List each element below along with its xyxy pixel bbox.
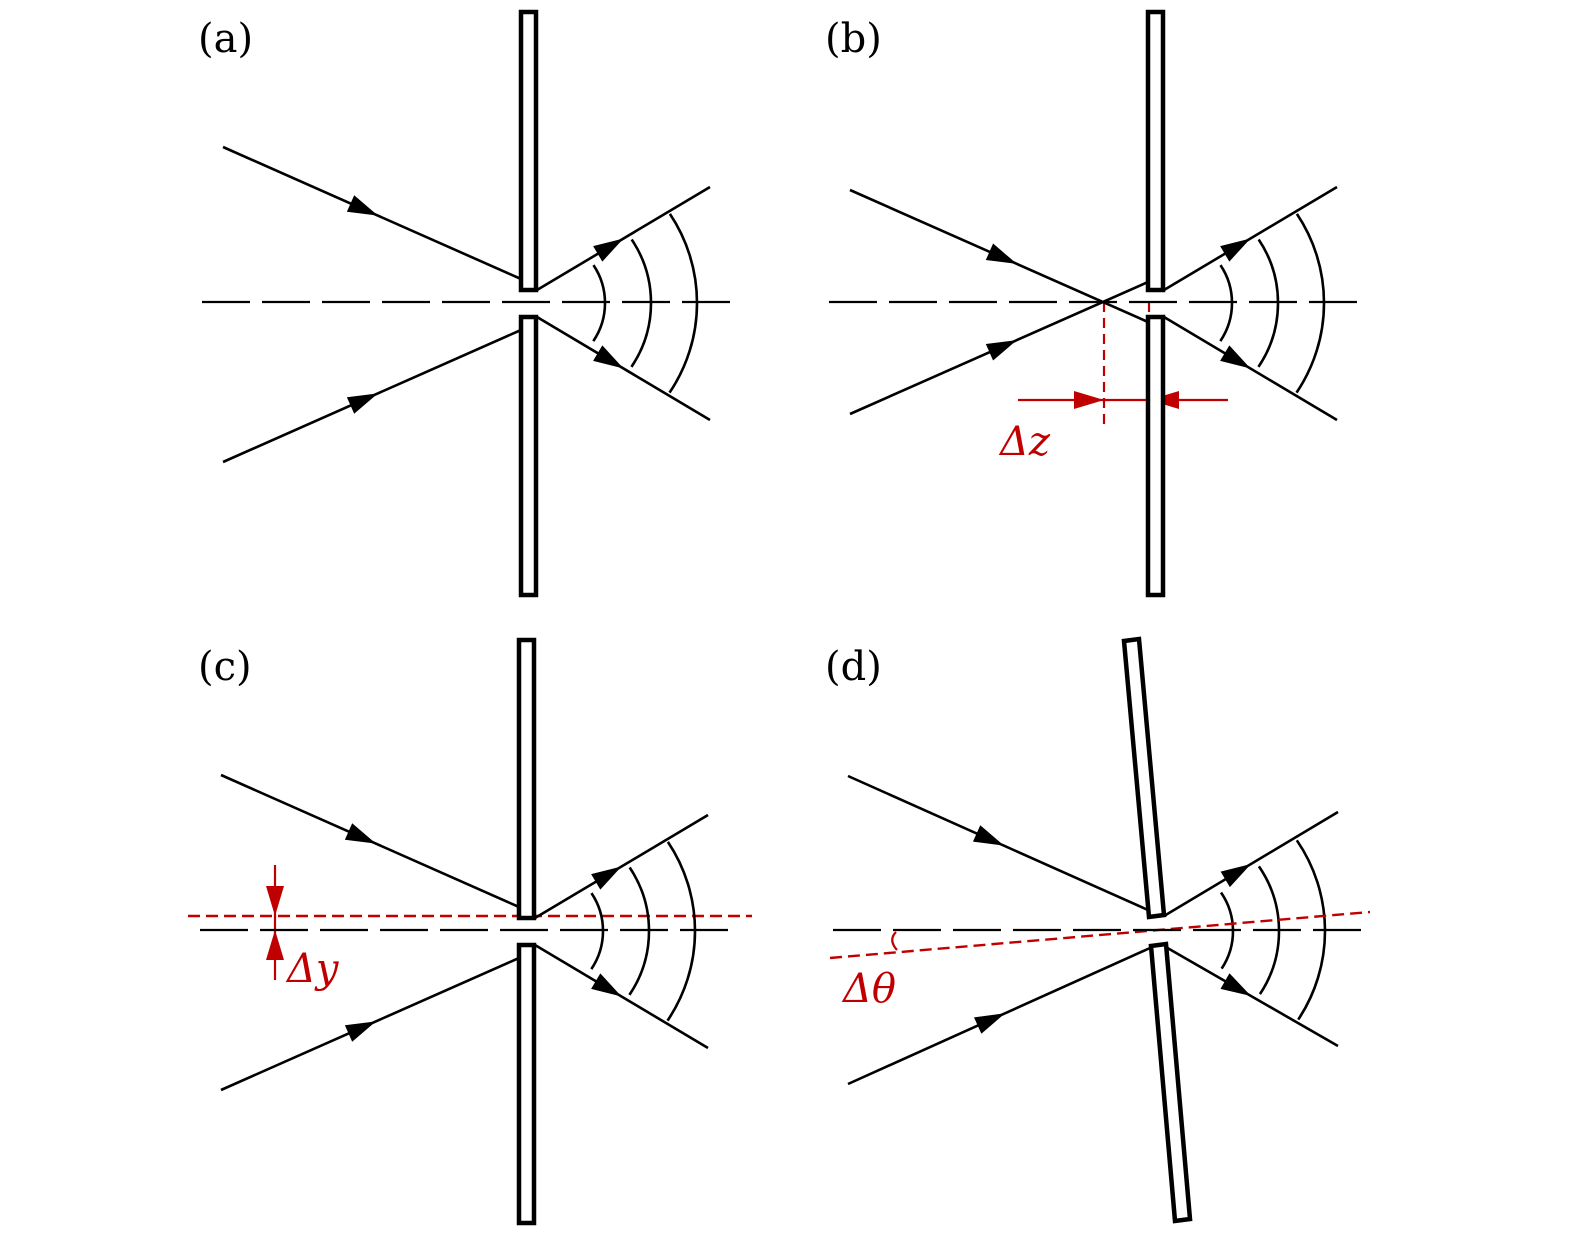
panel-d-incident-ray-upper-arrowhead-icon — [972, 825, 1004, 846]
panel-d-slit-lower-plate — [1148, 941, 1193, 1224]
tilted-axis — [829, 910, 1371, 960]
panel-c-diffracted-ray-lower-line — [534, 943, 709, 1050]
panel-c-incident-ray-upper-arrowhead-icon — [344, 823, 376, 844]
panel-a-incident-ray-lower-arrowhead-icon — [346, 393, 378, 414]
panel-c-wavefront-2 — [628, 866, 651, 996]
panel-b-slit-lower-plate — [1145, 314, 1166, 598]
panel-d-diffracted-ray-upper-line — [1163, 810, 1339, 918]
panel-a-incident-ray-upper-line — [222, 145, 522, 281]
panel-b-label: (b) — [825, 16, 882, 62]
panel-c-diffracted-ray-upper-line — [534, 813, 709, 920]
panel-b-diffracted-ray-upper-line — [1163, 185, 1338, 292]
panel-a-slit-upper-plate — [518, 9, 539, 293]
panel-a-wavefront-2 — [630, 238, 653, 368]
panel-b-diffracted-ray-lower-line — [1163, 315, 1338, 422]
panel-a-wavefront-1 — [592, 264, 607, 342]
panel-a-slit-lower-plate — [518, 314, 539, 598]
panel-c-incident-ray-upper-line — [220, 773, 520, 909]
panel-a-wavefront-3 — [668, 213, 699, 394]
panel-b-wavefront-1 — [1219, 264, 1234, 342]
panel-d-diffracted-ray-lower-line — [1163, 944, 1339, 1048]
panel-d-incident-ray-lower-line — [847, 946, 1151, 1086]
panel-c-incident-ray-lower-arrowhead-icon — [344, 1021, 376, 1042]
panel-d-slit-upper-plate — [1121, 636, 1167, 920]
delta-y-label: Δy — [285, 946, 340, 992]
panel-b-wavefront-2 — [1257, 238, 1280, 368]
panel-b-wavefront-3 — [1295, 213, 1326, 394]
delta-theta-angle-arc — [891, 931, 898, 951]
delta-z-label: Δz — [998, 419, 1051, 465]
panel-a-incident-ray-upper-arrowhead-icon — [346, 195, 378, 216]
panel-d-label: (d) — [825, 644, 882, 690]
panel-b-incident-ray-lower-line — [849, 280, 1149, 416]
panel-b-incident-ray-upper-line — [849, 188, 1149, 324]
panel-a-label: (a) — [198, 16, 253, 62]
panel-b-incident-ray-lower-arrowhead-icon — [985, 340, 1017, 361]
delta-theta-label: Δθ — [841, 966, 896, 1012]
panel-c-incident-ray-lower-line — [220, 956, 520, 1092]
panel-c-wavefront-3 — [666, 841, 697, 1022]
panel-c-label: (c) — [198, 644, 252, 690]
panel-a-diffracted-ray-lower-line — [536, 315, 711, 422]
panel-c-slit-upper-plate — [516, 637, 537, 921]
panel-b-incident-ray-upper-arrowhead-icon — [985, 243, 1017, 264]
panel-b-slit-upper-plate — [1145, 9, 1166, 293]
panel-c-slit-lower-plate — [516, 942, 537, 1226]
panel-d-incident-ray-lower-arrowhead-icon — [973, 1013, 1006, 1034]
panel-d-incident-ray-upper-line — [847, 774, 1149, 912]
panel-a-incident-ray-lower-line — [222, 328, 522, 464]
panel-a-diffracted-ray-upper-line — [536, 185, 711, 292]
panel-c-wavefront-1 — [590, 892, 605, 970]
